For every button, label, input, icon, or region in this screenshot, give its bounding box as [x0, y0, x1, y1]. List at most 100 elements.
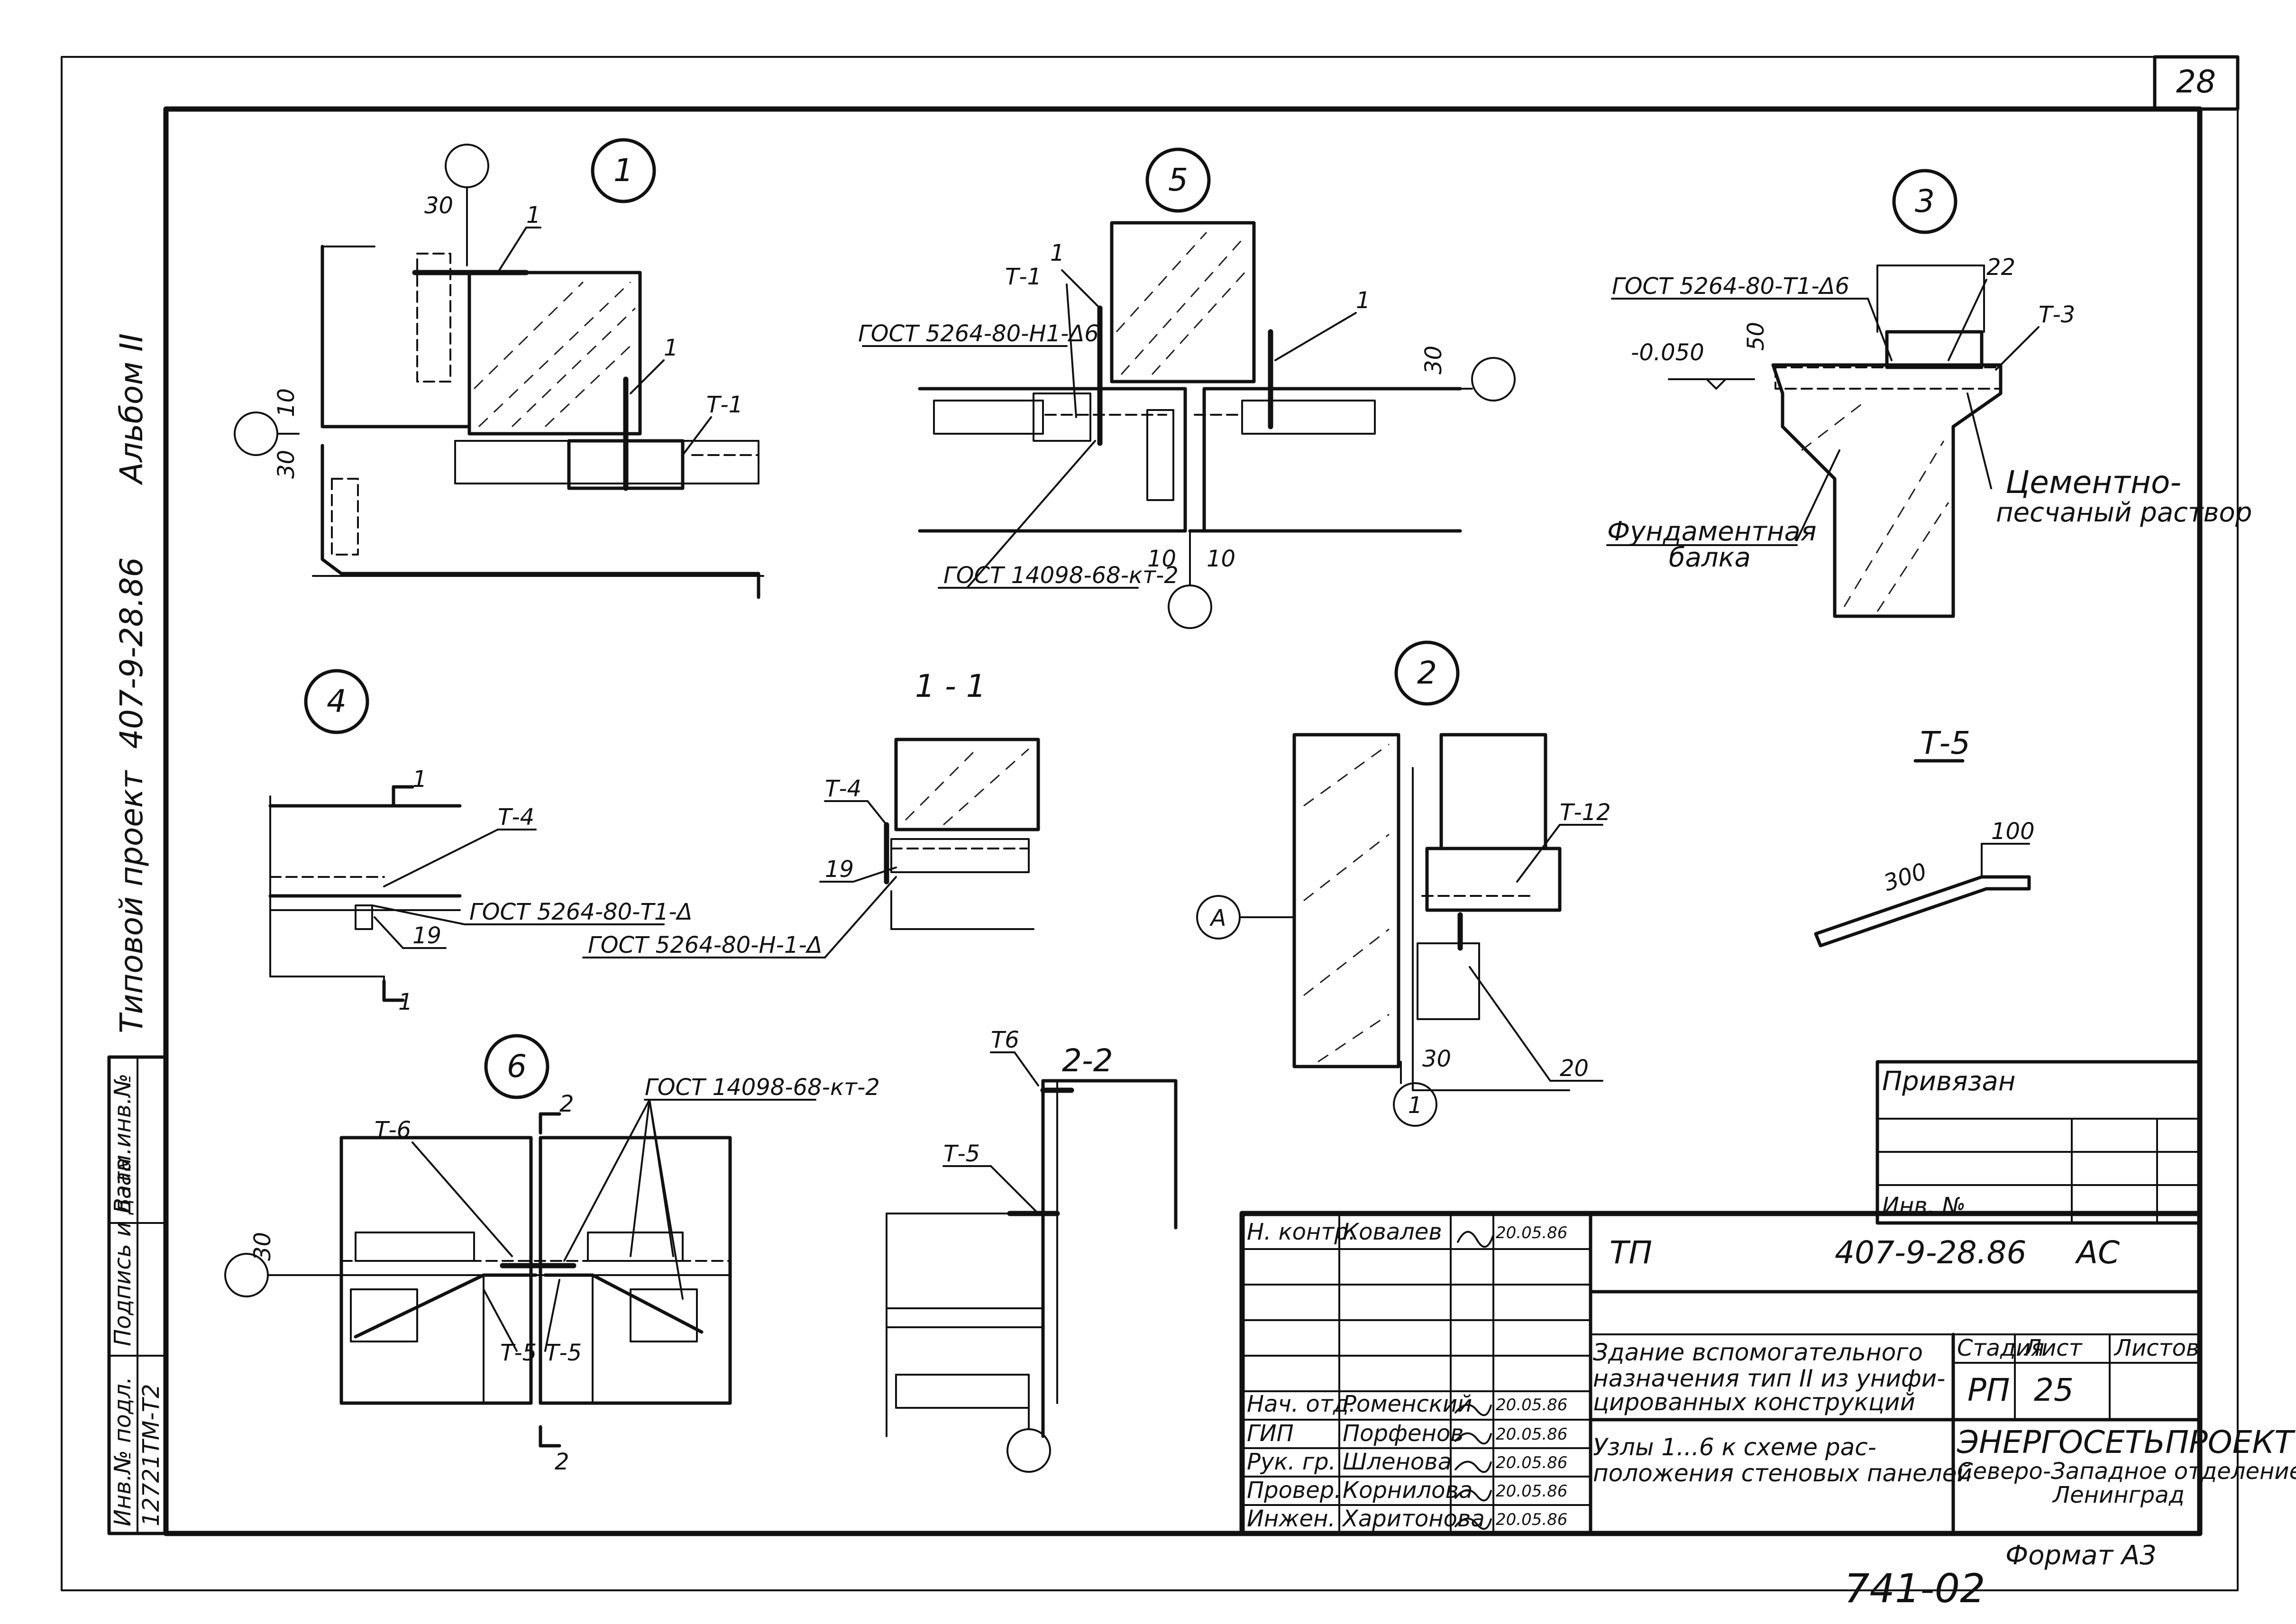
- node-3-cement-1: Цементно-: [2005, 464, 2181, 501]
- row-4-name: Роменский: [1343, 1391, 1472, 1417]
- node-1-number: 1: [613, 152, 633, 189]
- row-8-date: 20.05.86: [1496, 1510, 1567, 1529]
- node-6-gost-kt: ГОСТ 14098-68-кт-2: [645, 1074, 880, 1101]
- node-4-number: 4: [327, 683, 347, 720]
- side-header: Альбом II 407-9-28.86 Типовой проект: [113, 333, 150, 1033]
- node-1-detail: 1 1 1 Т-1 30 10 30: [234, 138, 764, 599]
- section-2-2-label-t5: Т-5: [943, 1140, 980, 1167]
- node-6-marker: [484, 1034, 549, 1099]
- node-5-dim-10a: 10: [1147, 546, 1176, 572]
- row-5-name: Порфенов: [1343, 1420, 1464, 1447]
- row-0-role: Н. контр.: [1247, 1219, 1356, 1245]
- row-6-name: Шленова: [1343, 1449, 1452, 1475]
- node-6-number: 6: [507, 1048, 527, 1085]
- node-3-level: -0.050: [1631, 339, 1704, 366]
- node-5-label-1b: 1: [1356, 287, 1371, 314]
- node-5-detail: 5 Т-1 1 1 ГОСТ 5264-80-Н1-Δ6 ГОСТ 14098-…: [858, 147, 1516, 629]
- node-6-cut-2a: 2: [559, 1091, 574, 1117]
- node-1-dim-10: 10: [273, 388, 300, 417]
- node-3-cement-2: песчаный раствор: [1996, 497, 2252, 528]
- node-2-column: [1292, 733, 1400, 1068]
- binding-title: Привязан: [1882, 1066, 2015, 1097]
- node-4-marker: [304, 669, 369, 734]
- node-4-label-19: 19: [412, 922, 441, 949]
- section-1-1: 1 - 1 Т-4 19 ГОСТ 5264-80-Н-1-Δ: [582, 668, 1040, 958]
- node-6-cut-2b: 2: [555, 1449, 569, 1475]
- signature-scribble: [1454, 1517, 1492, 1530]
- node-3-dim-50: 50: [1743, 322, 1769, 351]
- project-type-side: Типовой проект: [113, 769, 150, 1033]
- row-0-name: Ковалев: [1343, 1219, 1442, 1245]
- row-8-role: Инжен.: [1247, 1505, 1336, 1532]
- node-1-label-t1: Т-1: [706, 392, 743, 418]
- node-5-axis-right: [1471, 357, 1516, 401]
- title-code: 407-9-28.86: [1835, 1234, 2027, 1271]
- node-1-marker: [591, 138, 656, 203]
- node-4-detail: 4 1 1 Т-4 19 ГОСТ 5264-80-Т1-Δ: [268, 669, 693, 1015]
- node-4-cut-1b: 1: [398, 989, 413, 1015]
- section-1-1-label-19: 19: [825, 856, 854, 883]
- stamp-col1-label: Инв.№ подл.: [110, 1377, 136, 1526]
- row-4-role: Нач. отд.: [1247, 1391, 1356, 1417]
- node-5-gost-kt: ГОСТ 14098-68-кт-2: [943, 562, 1179, 589]
- sheet-label: Лист: [2023, 1335, 2083, 1361]
- node-5-dim-10b: 10: [1207, 546, 1235, 572]
- node-5-label-1a: 1: [1050, 240, 1065, 266]
- format-label: Формат А3: [2005, 1540, 2157, 1571]
- node-6-label-t5b: Т-5: [545, 1340, 582, 1366]
- node-1-block: [467, 271, 642, 436]
- building-line-3: цированных конструкций: [1593, 1388, 1915, 1416]
- node-5-block: [1110, 221, 1256, 383]
- sheet-title-2: положения стеновых панелей: [1593, 1460, 1972, 1487]
- node-3-beam-1: Фундаментная: [1607, 516, 1817, 547]
- node-6-detail: 6 2 2 Т-6 ГОСТ 14098-68-кт-2 30: [224, 1034, 880, 1475]
- node-5-number: 5: [1168, 162, 1188, 198]
- building-line-1: Здание вспомогательного: [1593, 1339, 1923, 1366]
- row-8-name: Харитонова: [1341, 1505, 1485, 1532]
- t5-dim-100: 100: [1991, 818, 2035, 845]
- stage-label: Стадия: [1957, 1335, 2044, 1361]
- page-number-box: 28: [2153, 55, 2240, 111]
- section-2-2-title: 2-2: [1062, 1042, 1113, 1079]
- row-5-date: 20.05.86: [1496, 1425, 1567, 1444]
- stamp-col2-label: Подпись и дата: [110, 1158, 136, 1346]
- page-number: 28: [2176, 64, 2216, 100]
- node-4-gost-t1: ГОСТ 5264-80-Т1-Δ: [469, 899, 693, 925]
- node-1-dim-30-top: 30: [424, 192, 453, 219]
- node-3-panel: [1885, 330, 1984, 369]
- node-2-dim-30: 30: [1422, 1046, 1451, 1072]
- signature-scribble: [1454, 1489, 1492, 1502]
- node-6-label-t5a: Т-5: [500, 1340, 537, 1366]
- node-1-dim-30-left: 30: [273, 450, 300, 479]
- side-stamp: Инв.№ подл. 12721ТМ-Т2 Подпись и дата Вз…: [107, 1055, 168, 1535]
- node-2-marker: [1394, 640, 1460, 706]
- row-6-date: 20.05.86: [1496, 1453, 1567, 1472]
- node-5-marker: [1145, 147, 1211, 213]
- org-name: ЭНЕРГОСЕТЬПРОЕКТ: [1957, 1424, 2296, 1460]
- node-6-panel-left: [339, 1136, 533, 1405]
- node-6-dim-30: 30: [249, 1232, 276, 1261]
- node-3-gost-weld: ГОСТ 5264-80-Т1-Δ6: [1612, 273, 1849, 300]
- node-3-mortar: [1775, 366, 2002, 390]
- stamp-col3-label: Взам.инв.№: [110, 1074, 136, 1213]
- node-3-number: 3: [1915, 183, 1935, 219]
- signature-scribble: [1457, 1231, 1494, 1248]
- project-code-side: 407-9-28.86: [113, 557, 150, 749]
- sheets-label: Листов: [2113, 1335, 2199, 1361]
- row-0-date: 20.05.86: [1496, 1223, 1567, 1242]
- approval-code: 741-02: [1844, 1565, 1985, 1612]
- node-6-label-t6: Т-6: [375, 1117, 411, 1143]
- section-1-1-title: 1 - 1: [915, 668, 986, 704]
- row-4-date: 20.05.86: [1496, 1396, 1567, 1414]
- node-1-label-1a: 1: [526, 202, 541, 228]
- t5-detail: Т-5 300 100: [1814, 725, 2035, 948]
- signature-table: Н. контр. Ковалев 20.05.86 Нач. отд. Ром…: [1241, 1219, 1592, 1532]
- node-4-cut-1a: 1: [412, 766, 427, 793]
- section-2-2-label-t6: Т6: [991, 1027, 1019, 1053]
- row-7-role: Провер.: [1247, 1477, 1341, 1504]
- stamp-col1-value: 12721ТМ-Т2: [138, 1384, 165, 1526]
- axis-1-label: 1: [1408, 1092, 1423, 1119]
- t5-title: Т-5: [1920, 725, 1970, 761]
- inner-frame: [163, 106, 2203, 1536]
